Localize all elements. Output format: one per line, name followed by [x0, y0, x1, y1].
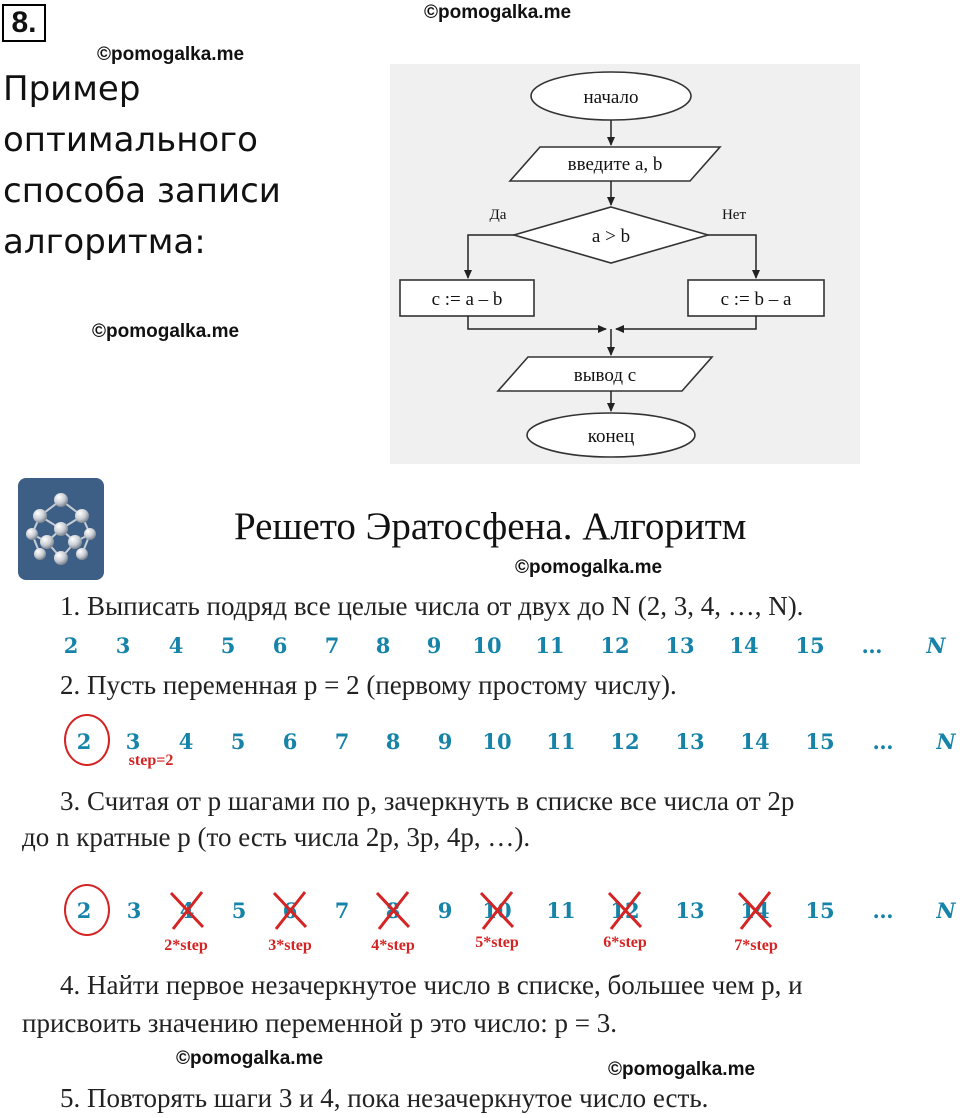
cross-mark	[270, 889, 310, 931]
flowchart-no-action-shape	[687, 279, 825, 317]
step-3-line-2: до n кратные p (то есть числа 2p, 3p, 4p…	[22, 822, 531, 852]
flowchart-condition-shape	[511, 206, 711, 264]
watermark: ©pomogalka.me	[92, 321, 240, 342]
number-cell: 10	[472, 633, 502, 658]
sieve-title: Решето Эратосфена. Алгоритм	[234, 505, 747, 548]
number-cell: …	[872, 898, 894, 923]
number-cell: N	[936, 729, 956, 754]
number-cell: 8	[385, 729, 401, 754]
intro-text: Пример оптимального способа записи алгор…	[3, 64, 383, 268]
flowchart-input-shape	[508, 146, 722, 182]
step-multiple-label: 2*step	[164, 937, 208, 954]
step-multiple-label: 7*step	[734, 937, 778, 954]
intro-line: способа записи	[3, 171, 281, 211]
number-cell: 6	[272, 633, 288, 658]
number-row-1: 2 3 4 5 6 7 8 9 10 11 12 13 14 15 … N	[0, 633, 960, 673]
step-multiple-label: 6*step	[603, 934, 647, 951]
flowchart-yes-action-text: c := a – b	[432, 289, 503, 310]
number-cell: 7	[324, 633, 340, 658]
number-cell: 10	[482, 729, 512, 754]
number-cell: 12	[600, 633, 630, 658]
flowchart-end-text: конец	[588, 426, 635, 447]
cross-mark	[477, 889, 517, 931]
step-multiple-label: 5*step	[475, 934, 519, 951]
number-cell: N	[926, 633, 946, 658]
number-cell: 15	[805, 898, 835, 923]
number-cell: 11	[546, 898, 576, 923]
flowchart-arrow	[708, 234, 760, 279]
number-cell: 5	[230, 729, 246, 754]
flowchart-background	[390, 64, 860, 464]
flowchart-condition-text: a > b	[592, 226, 630, 247]
flowchart-input-text: введите a, b	[568, 154, 663, 175]
task-number: 8.	[2, 4, 46, 42]
step-1: 1. Выписать подряд все целые числа от дв…	[60, 591, 804, 621]
intro-line: Пример оптимального	[3, 69, 258, 160]
highlight-circle	[64, 714, 110, 766]
flowchart-output-text: вывод c	[574, 365, 636, 386]
number-cell: 6	[282, 729, 298, 754]
flowchart-no-label: Нет	[722, 207, 746, 223]
number-cell: 14	[729, 633, 759, 658]
step-4-line-2: присвоить значению переменной p это числ…	[22, 1008, 617, 1038]
flowchart-yes-label: Да	[490, 207, 507, 223]
number-cell: 9	[437, 898, 453, 923]
flowchart-output-shape	[496, 356, 714, 392]
cross-mark	[167, 889, 207, 931]
number-cell: 11	[535, 633, 565, 658]
number-cell: 15	[805, 729, 835, 754]
cross-mark	[605, 889, 645, 931]
step-4-line-1: 4. Найти первое незачеркнутое число в сп…	[60, 970, 803, 1000]
watermark: ©pomogalka.me	[97, 44, 245, 65]
flowchart-arrow	[464, 234, 514, 279]
number-cell: 5	[231, 898, 247, 923]
intro-line: алгоритма:	[3, 222, 206, 262]
number-cell: 13	[665, 633, 695, 658]
cross-mark	[735, 889, 775, 931]
number-cell: 4	[178, 729, 194, 754]
number-cell: 5	[220, 633, 236, 658]
flowchart-arrow	[467, 316, 607, 333]
number-cell: 4	[168, 633, 184, 658]
step-2: 2. Пусть переменная p = 2 (первому прост…	[60, 670, 677, 700]
watermark: ©pomogalka.me	[424, 2, 572, 23]
number-cell: 3	[115, 633, 131, 658]
step-5: 5. Повторять шаги 3 и 4, пока незачеркну…	[60, 1083, 709, 1113]
number-cell: …	[861, 633, 883, 658]
molecule-grid-icon	[18, 478, 104, 580]
flowchart-end-shape	[526, 412, 696, 458]
number-cell: 9	[426, 633, 442, 658]
highlight-circle	[64, 884, 110, 936]
flowchart-start-text: начало	[584, 87, 639, 108]
step-multiple-label: 3*step	[268, 937, 312, 954]
step-3-line-1: 3. Считая от p шагами по p, зачеркнуть в…	[60, 786, 795, 816]
number-cell: 7	[334, 898, 350, 923]
cross-mark	[373, 889, 413, 931]
number-cell: 15	[795, 633, 825, 658]
number-cell: 12	[610, 729, 640, 754]
number-cell: 2	[63, 633, 79, 658]
number-cell: 11	[546, 729, 576, 754]
step-label: step=2	[128, 752, 174, 769]
number-cell: 13	[675, 729, 705, 754]
flowchart: начало введите a, b a > b Да Нет c := a …	[390, 64, 860, 464]
watermark: ©pomogalka.me	[608, 1059, 756, 1080]
watermark: ©pomogalka.me	[176, 1048, 324, 1069]
step-multiple-label: 4*step	[371, 937, 415, 954]
flowchart-svg: начало введите a, b a > b Да Нет c := a …	[390, 64, 860, 464]
number-cell: 3	[125, 729, 141, 754]
number-cell: 8	[375, 633, 391, 658]
flowchart-yes-action-shape	[399, 279, 535, 317]
number-cell: 9	[437, 729, 453, 754]
number-cell: …	[872, 729, 894, 754]
number-cell: N	[936, 898, 956, 923]
number-cell: 13	[675, 898, 705, 923]
flowchart-arrow	[615, 316, 757, 333]
number-cell: 7	[334, 729, 350, 754]
flowchart-no-action-text: c := b – a	[721, 289, 792, 310]
number-cell: 3	[126, 898, 142, 923]
watermark: ©pomogalka.me	[515, 557, 663, 578]
number-cell: 14	[740, 729, 770, 754]
